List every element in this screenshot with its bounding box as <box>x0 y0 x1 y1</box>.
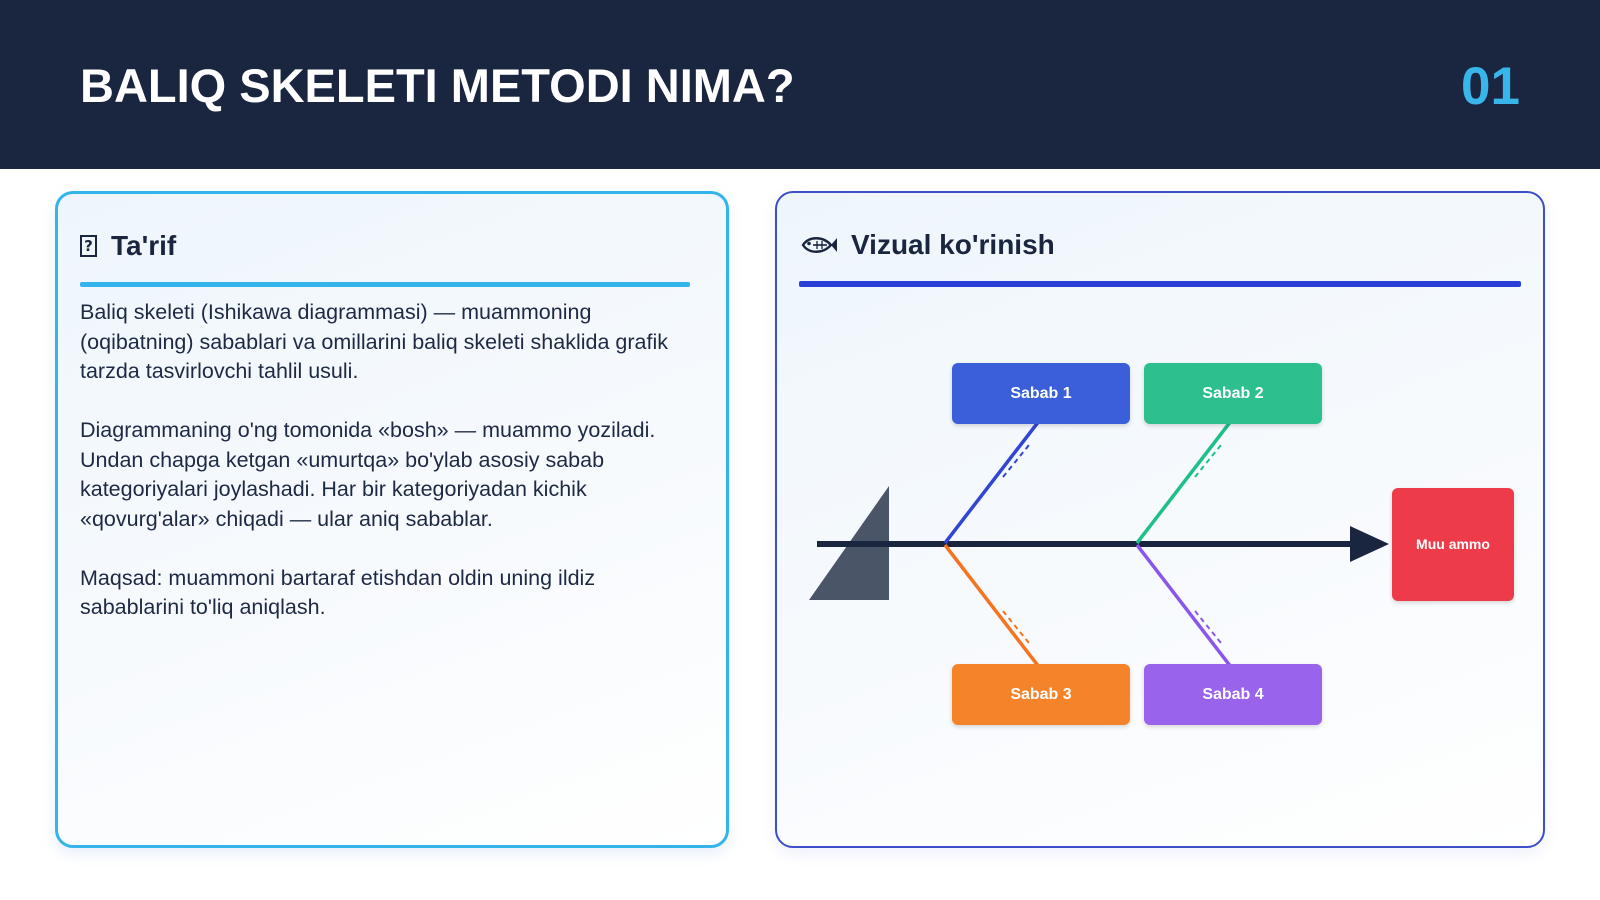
definition-card-header: ? Ta'rif <box>80 230 176 262</box>
minor-bone-sabab-3 <box>1002 610 1030 644</box>
cause-box-3: Sabab 3 <box>952 664 1130 725</box>
minor-bone-sabab-2 <box>1194 444 1222 478</box>
definition-card-title: Ta'rif <box>111 230 177 261</box>
cause-box-4: Sabab 4 <box>1144 664 1322 725</box>
problem-head-box: Muu ammo <box>1392 488 1514 601</box>
slide-title: BALIQ SKELETI METODI NIMA? <box>80 59 795 112</box>
title-bar: BALIQ SKELETI METODI NIMA? 01 <box>0 0 1600 169</box>
definition-paragraph: Diagrammaning o'ng tomonida «bosh» — mua… <box>80 418 656 531</box>
cause-box-2: Sabab 2 <box>1144 363 1322 424</box>
spine-arrowhead <box>1350 526 1389 562</box>
visual-card-header: Vizual ko'rinish <box>799 229 1055 261</box>
bone-sabab-4 <box>1135 543 1233 669</box>
slide-number: 01 <box>1461 57 1520 116</box>
definition-paragraph: Maqsad: muammoni bartaraf etishdan oldin… <box>80 565 596 620</box>
minor-bone-sabab-1 <box>1002 444 1030 478</box>
visual-card: Vizual ko'rinish Sabab 1 Sabab 2 Sabab 3… <box>775 191 1545 848</box>
visual-card-title: Vizual ko'rinish <box>851 229 1055 260</box>
question-box-icon: ? <box>80 235 97 257</box>
bone-sabab-1 <box>943 419 1041 545</box>
bone-sabab-2 <box>1135 419 1233 545</box>
fishbone-diagram <box>809 419 1389 669</box>
definition-card: ? Ta'rif Baliq skeleti (Ishikawa diagram… <box>55 191 729 848</box>
definition-paragraph: Baliq skeleti (Ishikawa diagrammasi) — m… <box>80 300 668 383</box>
minor-bone-sabab-4 <box>1194 610 1222 644</box>
visual-divider <box>799 281 1521 287</box>
definition-text: Baliq skeleti (Ishikawa diagrammasi) — m… <box>80 298 700 652</box>
cause-box-1: Sabab 1 <box>952 363 1130 424</box>
definition-divider <box>80 282 690 287</box>
fish-icon <box>801 237 837 253</box>
bone-sabab-3 <box>943 543 1041 669</box>
